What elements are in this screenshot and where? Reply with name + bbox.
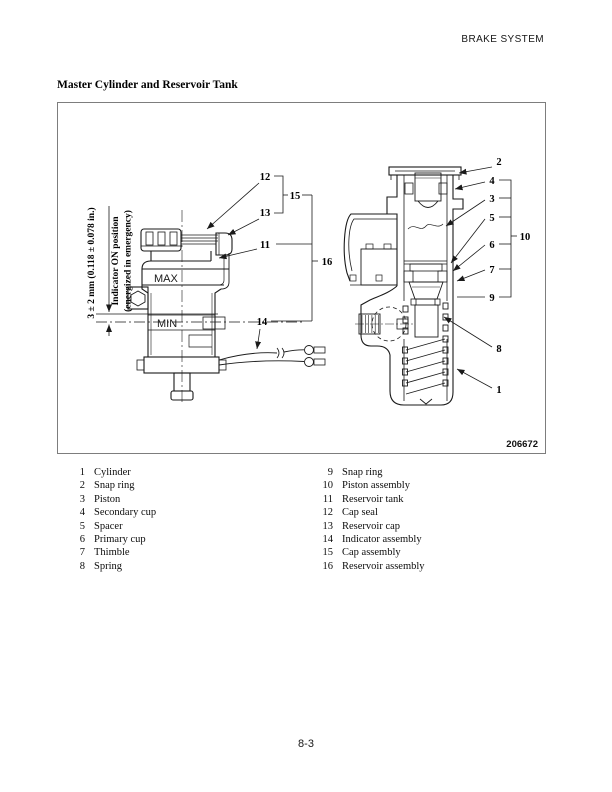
part-number: 6	[79, 534, 85, 546]
part-number: 11	[322, 493, 333, 505]
callout-13: 13	[260, 208, 271, 219]
part-number: 14	[322, 534, 334, 546]
callout-2: 2	[496, 157, 501, 168]
part-name: Spring	[94, 560, 123, 572]
part-name: Cylinder	[94, 467, 131, 478]
part-number: 5	[79, 520, 85, 532]
part-name: Cap assembly	[342, 547, 401, 559]
part-name: Secondary cup	[94, 507, 157, 519]
callout-3: 3	[489, 194, 494, 205]
part-row: 4 Secondary cup	[63, 506, 156, 519]
part-name: Cap seal	[342, 507, 378, 519]
part-number: 7	[79, 547, 85, 559]
indicator-on-position-label: Indicator ON position	[111, 216, 121, 306]
technical-diagram: 3 ± 2 mm (0.118 ± 0.078 in.) Indicator O…	[86, 157, 531, 406]
part-name: Snap ring	[342, 467, 383, 478]
callout-4: 4	[489, 176, 495, 187]
part-name: Spacer	[94, 520, 123, 532]
part-number: 13	[322, 520, 334, 532]
part-row: 10 Piston assembly	[300, 479, 425, 492]
part-name: Snap ring	[94, 480, 135, 492]
part-name: Reservoir assembly	[342, 560, 425, 572]
spring-coils	[402, 302, 449, 405]
indicator-energized-label: (energized in emergency)	[123, 210, 134, 312]
part-name: Piston assembly	[342, 480, 410, 492]
part-number: 4	[79, 507, 85, 519]
part-row: 2 Snap ring	[63, 479, 156, 492]
part-number: 9	[327, 467, 333, 478]
callout-10: 10	[520, 232, 531, 243]
callout-9: 9	[489, 293, 494, 304]
part-number: 10	[322, 480, 334, 492]
part-name: Reservoir tank	[342, 493, 404, 505]
part-number: 15	[322, 547, 334, 559]
part-row: 1 Cylinder	[63, 466, 156, 479]
figure-box: 3 ± 2 mm (0.118 ± 0.078 in.) Indicator O…	[57, 102, 546, 454]
callout-8: 8	[496, 344, 501, 355]
callouts-left: 12 13 11 15 16 14	[206, 172, 333, 350]
part-name: Piston	[94, 493, 121, 505]
part-row: 3 Piston	[63, 493, 156, 506]
parts-list-left: 1 Cylinder 2 Snap ring 3 Piston 4 Secondary …	[63, 466, 156, 573]
callouts-right: 2 4 3 5 6 7 9 8 1 10	[443, 157, 531, 396]
cylinder-cross-section	[343, 166, 464, 406]
part-row: 5 Spacer	[63, 520, 156, 533]
part-number: 1	[79, 467, 85, 478]
part-row: 9 Snap ring	[300, 466, 425, 479]
callout-7: 7	[489, 265, 494, 276]
part-row: 16 Reservoir assembly	[300, 560, 425, 573]
callout-5: 5	[489, 213, 494, 224]
page-number: 8-3	[298, 738, 314, 750]
indicator-wires	[218, 345, 326, 367]
figure-title: Master Cylinder and Reservoir Tank	[57, 79, 238, 91]
callout-15: 15	[290, 191, 301, 202]
dimension-annotation: 3 ± 2 mm (0.118 ± 0.078 in.) Indicator O…	[86, 206, 303, 336]
part-row: 7 Thimble	[63, 546, 156, 559]
callout-12: 12	[260, 172, 271, 183]
part-name: Indicator assembly	[342, 534, 422, 546]
part-number: 16	[322, 560, 334, 572]
part-name: Thimble	[94, 547, 130, 559]
callout-11: 11	[260, 240, 270, 251]
cap-seal-lines	[181, 234, 218, 245]
outlet-port	[355, 306, 415, 342]
callout-14: 14	[257, 317, 268, 328]
figure-number: 206672	[506, 439, 538, 450]
mounting-bracket	[343, 213, 398, 286]
part-number: 8	[79, 560, 85, 572]
part-row: 11 Reservoir tank	[300, 493, 425, 506]
min-level-label: MIN	[157, 318, 177, 330]
reservoir-side-view: MAX MIN	[127, 210, 326, 405]
max-level-label: MAX	[154, 273, 179, 285]
part-row: 13 Reservoir cap	[300, 520, 425, 533]
part-name: Reservoir cap	[342, 520, 401, 532]
part-number: 3	[79, 493, 85, 505]
callout-16: 16	[322, 257, 333, 268]
part-row: 14 Indicator assembly	[300, 533, 425, 546]
part-row: 12 Cap seal	[300, 506, 425, 519]
callout-6: 6	[489, 240, 494, 251]
dimension-label: 3 ± 2 mm (0.118 ± 0.078 in.)	[86, 207, 97, 318]
part-row: 15 Cap assembly	[300, 546, 425, 559]
part-number: 12	[322, 507, 334, 519]
section-header: BRAKE SYSTEM	[461, 34, 544, 45]
callout-1: 1	[496, 385, 501, 396]
part-name: Primary cup	[94, 534, 146, 546]
part-row: 6 Primary cup	[63, 533, 156, 546]
part-row: 8 Spring	[63, 560, 156, 573]
part-number: 2	[79, 480, 85, 492]
